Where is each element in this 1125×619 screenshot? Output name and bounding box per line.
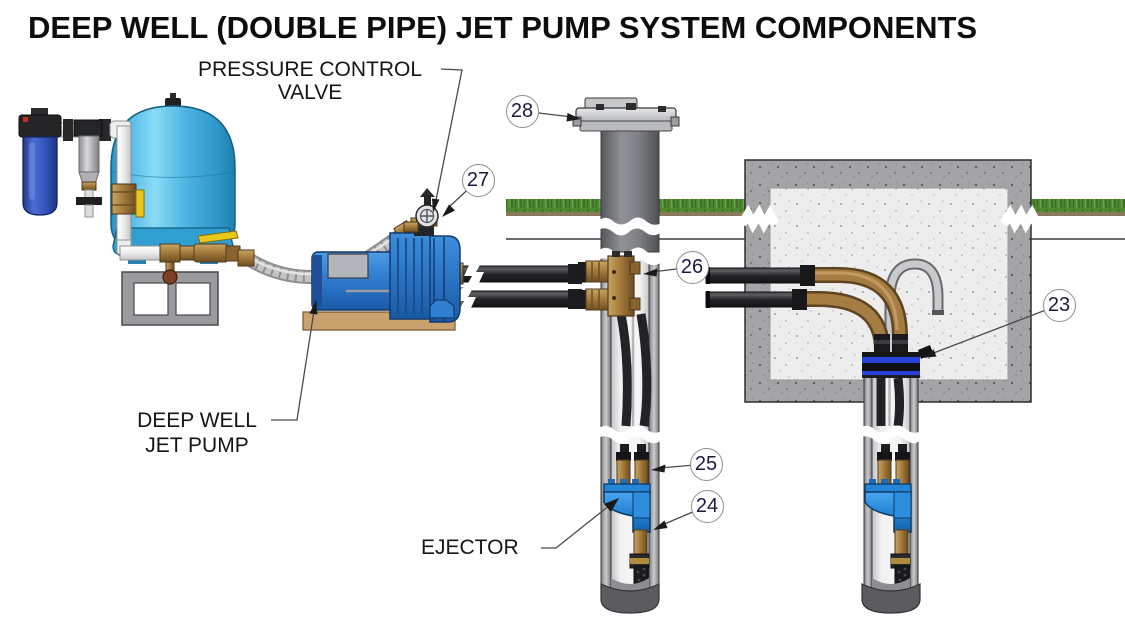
deep-well-jet-pump-label-line1: DEEP WELL	[137, 409, 257, 432]
callout-24: 24	[690, 489, 724, 523]
valve-lever	[197, 230, 239, 244]
callout-28-number: 28	[510, 99, 534, 122]
pit-wall-break-left	[738, 204, 780, 234]
deep-well-jet-pump-label-line2: JET PUMP	[145, 434, 249, 457]
callout-24-number: 24	[695, 494, 719, 517]
callout-23-number: 23	[1047, 293, 1071, 316]
callout-25-number: 25	[694, 452, 718, 475]
casing-break	[597, 425, 663, 444]
pressure-control-valve-label-line1: PRESSURE CONTROL	[197, 58, 423, 81]
double-pipe-well-adapter	[578, 251, 641, 317]
pipe-break	[464, 263, 484, 285]
callout-23: 23	[1042, 288, 1076, 322]
tank-piping	[56, 119, 254, 285]
well-bottom	[600, 578, 660, 614]
riser-pipes	[616, 313, 652, 427]
filter-group	[18, 108, 103, 218]
leader-arrowheads	[309, 113, 937, 530]
ejector-label-text: EJECTOR	[421, 536, 519, 559]
pipe-break	[456, 288, 476, 310]
pressure-control-valve-label: PRESSURE CONTROL VALVE	[170, 58, 450, 104]
water-filter-housing	[18, 108, 62, 216]
page-title: DEEP WELL (DOUBLE PIPE) JET PUMP SYSTEM …	[28, 10, 978, 45]
drain-handle	[162, 269, 178, 285]
pit-wall-break-right	[1000, 204, 1042, 234]
callout-28: 28	[505, 94, 539, 128]
pressure-relief-button	[23, 117, 28, 122]
pump-casing	[389, 232, 433, 320]
riser-pipes	[876, 377, 904, 427]
callout-26: 26	[675, 250, 709, 284]
well-cap	[572, 97, 680, 132]
well-seal	[862, 345, 933, 378]
ejector-tail-pipe	[633, 529, 648, 557]
callout-26-number: 26	[680, 255, 704, 278]
tank-group	[56, 93, 254, 326]
pump-group	[237, 188, 461, 331]
pressure-control-valve-label-line2: VALVE	[277, 81, 343, 104]
casing-break	[858, 425, 922, 444]
casing-break	[597, 217, 663, 236]
inline-sediment-filter	[73, 119, 103, 218]
deep-well-jet-pump-label: DEEP WELL JET PUMP	[117, 408, 277, 458]
ground	[506, 199, 1125, 240]
motor-junction-box	[327, 253, 369, 279]
foot-valve	[629, 553, 650, 569]
deep-well-jet-pump	[311, 217, 461, 323]
pressure-control-valve	[403, 188, 439, 233]
ball-valve	[193, 243, 229, 263]
buried-supply-pipes	[705, 265, 908, 352]
ejector-label: EJECTOR	[421, 536, 551, 559]
main-well	[572, 97, 680, 589]
callout-25: 25	[689, 447, 723, 481]
callout-27-number: 27	[466, 168, 490, 191]
callout-27: 27	[461, 163, 495, 197]
double-pipe-run	[440, 262, 589, 310]
check-valve	[111, 183, 137, 215]
